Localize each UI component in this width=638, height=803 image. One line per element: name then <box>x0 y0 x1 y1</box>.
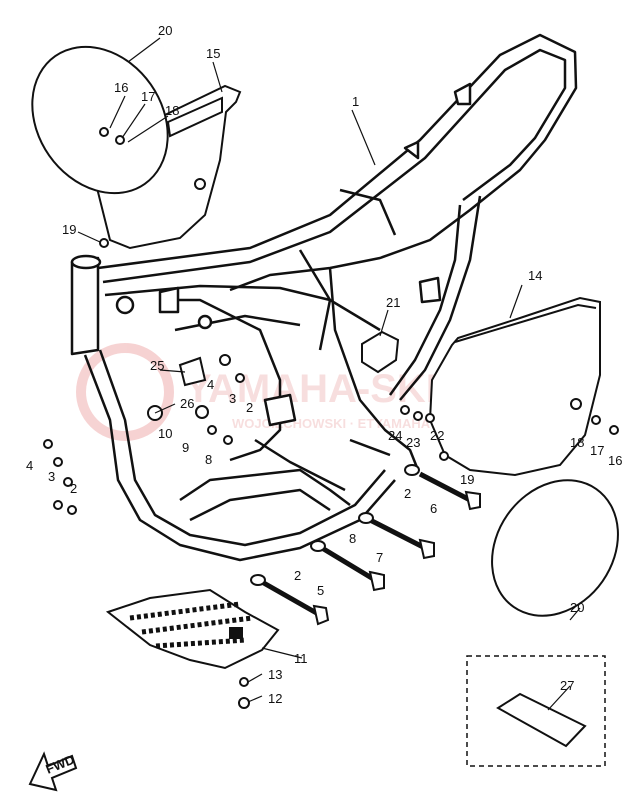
callout-19: 19 <box>460 472 474 487</box>
leader-lines <box>77 37 581 711</box>
callout-3: 3 <box>229 391 236 406</box>
callout-4: 4 <box>207 377 214 392</box>
callout-17: 17 <box>141 89 155 104</box>
callout-2: 2 <box>404 486 411 501</box>
callout-18: 18 <box>570 435 584 450</box>
bolt-6 <box>418 471 481 511</box>
left-number-plate <box>31 45 169 195</box>
fwd-arrow: FWD <box>28 751 78 792</box>
bolt-5b <box>320 545 385 592</box>
right-side-cover <box>428 296 601 477</box>
main-frame <box>70 33 578 562</box>
callout-9: 9 <box>182 440 189 455</box>
tool-pouch-27 <box>496 692 587 748</box>
engine-guard <box>105 588 280 670</box>
callout-6: 6 <box>430 501 437 516</box>
callout-8: 8 <box>205 452 212 467</box>
callout-21: 21 <box>386 295 400 310</box>
accessory-box <box>466 655 606 767</box>
callout-10: 10 <box>158 426 172 441</box>
callout-labels: 1 2 2 2 2 3 3 4 4 5 6 7 8 8 9 10 11 12 1… <box>26 23 622 706</box>
callout-1: 1 <box>352 94 359 109</box>
callout-16: 16 <box>608 453 622 468</box>
callout-7: 7 <box>376 550 383 565</box>
callout-22: 22 <box>430 428 444 443</box>
callout-8: 8 <box>349 531 356 546</box>
callout-20: 20 <box>570 600 584 615</box>
callout-20: 20 <box>158 23 172 38</box>
left-side-cover <box>94 84 242 250</box>
callout-24: 24 <box>388 428 402 443</box>
bolt-7 <box>368 517 435 560</box>
callout-2: 2 <box>294 568 301 583</box>
callout-26: 26 <box>180 396 194 411</box>
callout-2: 2 <box>70 481 77 496</box>
callout-18: 18 <box>165 103 179 118</box>
callout-19: 19 <box>62 222 76 237</box>
callout-27: 27 <box>560 678 574 693</box>
callout-15: 15 <box>206 46 220 61</box>
callout-23: 23 <box>406 435 420 450</box>
callout-2: 2 <box>246 400 253 415</box>
callout-25: 25 <box>150 358 164 373</box>
bracket-21 <box>361 330 400 374</box>
callout-16: 16 <box>114 80 128 95</box>
callout-4: 4 <box>26 458 33 473</box>
callout-3: 3 <box>48 469 55 484</box>
bolts <box>43 127 619 709</box>
callout-13: 13 <box>268 667 282 682</box>
bolt-5 <box>260 579 330 626</box>
right-number-plate <box>491 479 619 617</box>
callout-11: 11 <box>294 651 308 666</box>
callout-12: 12 <box>268 691 282 706</box>
callout-14: 14 <box>528 268 542 283</box>
callout-5: 5 <box>317 583 324 598</box>
callout-17: 17 <box>590 443 604 458</box>
